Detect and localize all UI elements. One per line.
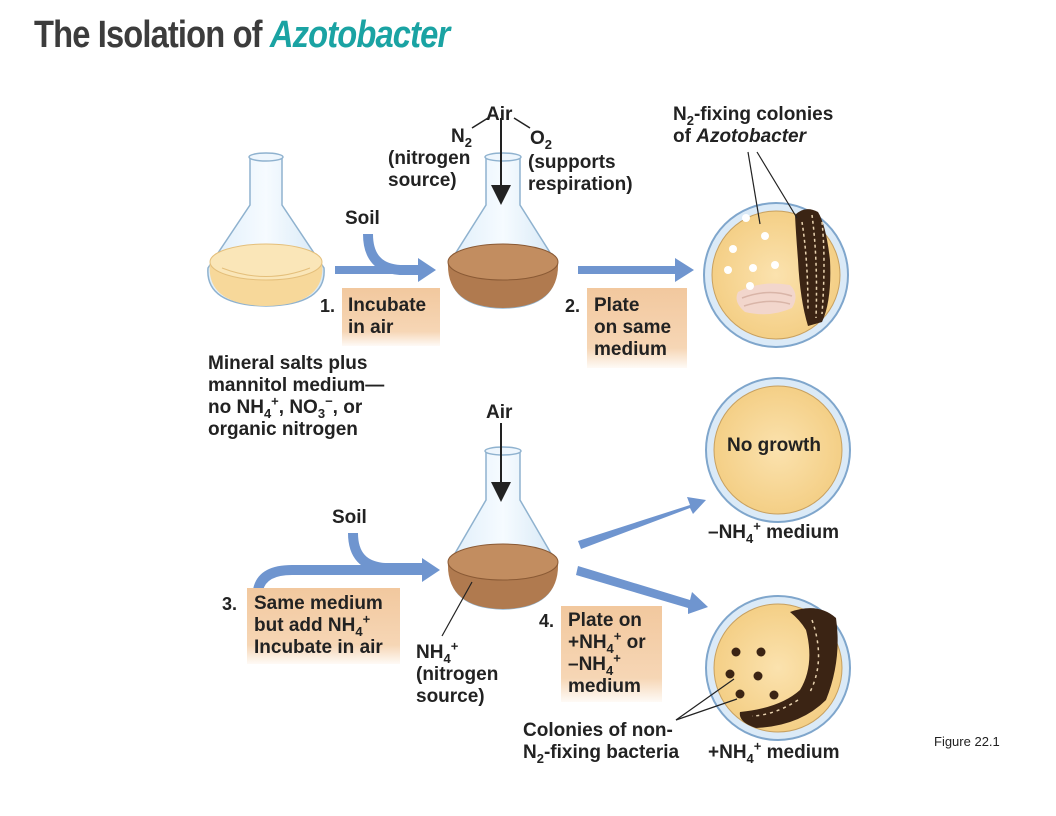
soil-label-bottom: Soil [332,507,367,528]
flask-3 [447,446,559,610]
step1-number: 1. [320,296,336,316]
flask-2 [447,152,559,309]
arrow-to-plus-plate [576,566,708,614]
title-main: The Isolation of [34,14,263,56]
figure-caption: Figure 22.1 [934,734,1000,749]
n2-label: N2 [451,126,472,150]
step2-number: 2. [565,296,581,316]
step3-number: 3. [222,594,238,614]
plate-azotobacter [703,151,849,348]
step2-box [587,288,687,368]
step3-text: Same medium but add NH4+ Incubate in air [254,593,383,658]
step3-box [247,588,400,664]
title-italic: Azotobacter [269,14,450,56]
plus-nh4-medium-label: +NH4+ medium [708,738,840,766]
arrow-step2 [578,258,694,282]
plate-no-growth [705,377,851,523]
page-title: The Isolation of Azotobacter [34,14,450,57]
arrow-to-minus-plate [578,497,706,549]
o2-label: O2 [530,128,553,152]
air-label-bottom: Air [486,402,513,423]
soil-arrow-bottom [348,532,424,573]
air-label-top: Air [486,104,513,125]
minus-nh4-medium-label: –NH4+ medium [708,518,839,546]
step4-box [561,606,662,702]
azotobacter-colonies-label: N2-fixing colonies of Azotobacter [673,104,834,147]
plate-nh4-growth [675,595,851,741]
step4-number: 4. [539,611,555,631]
non-n2-fixing-label: Colonies of non- N2-fixing bacteria [523,720,680,766]
soil-label-top: Soil [345,208,380,229]
medium-description: Mineral salts plus mannitol medium— no N… [208,353,385,440]
soil-arrow-top [363,233,424,275]
flask-1 [207,152,325,307]
nh4-nitrogen-source-label: NH4+ (nitrogen source) [416,638,499,707]
arrow-step1 [335,258,436,282]
step1-box [342,288,440,346]
no-growth-label: No growth [727,435,821,456]
arrow-step3 [253,565,424,592]
step4-text: Plate on +NH4+ or –NH4+ medium [568,610,646,697]
